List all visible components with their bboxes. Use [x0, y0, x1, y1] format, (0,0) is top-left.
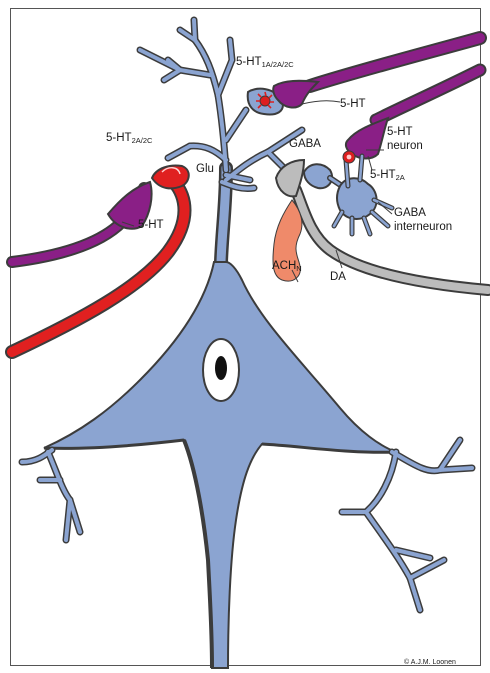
nucleolus	[215, 356, 227, 380]
label-ach-n: ACHN	[272, 260, 302, 275]
label-da: DA	[330, 271, 346, 284]
label-5ht-1a-2a-2c: 5-HT1A/2A/2C	[236, 56, 294, 71]
receptor-5ht2a	[343, 151, 355, 163]
label-glu: Glu	[196, 163, 214, 176]
label-gaba: GABA	[289, 138, 321, 151]
label-5ht-top: 5-HT	[340, 98, 366, 111]
label-5ht-left: 5-HT	[138, 219, 164, 232]
label-5ht-2a-2c: 5-HT2A/2C	[106, 132, 152, 147]
label-5ht-neuron-line1: 5-HT	[387, 126, 413, 139]
label-gaba-interneuron-line1: GABA	[394, 207, 426, 220]
label-gaba-interneuron-line2: interneuron	[394, 221, 452, 234]
label-5ht-2a: 5-HT2A	[370, 169, 405, 184]
label-5ht-neuron-line2: neuron	[387, 140, 423, 153]
copyright-notice: © A.J.M. Loonen	[404, 656, 456, 669]
